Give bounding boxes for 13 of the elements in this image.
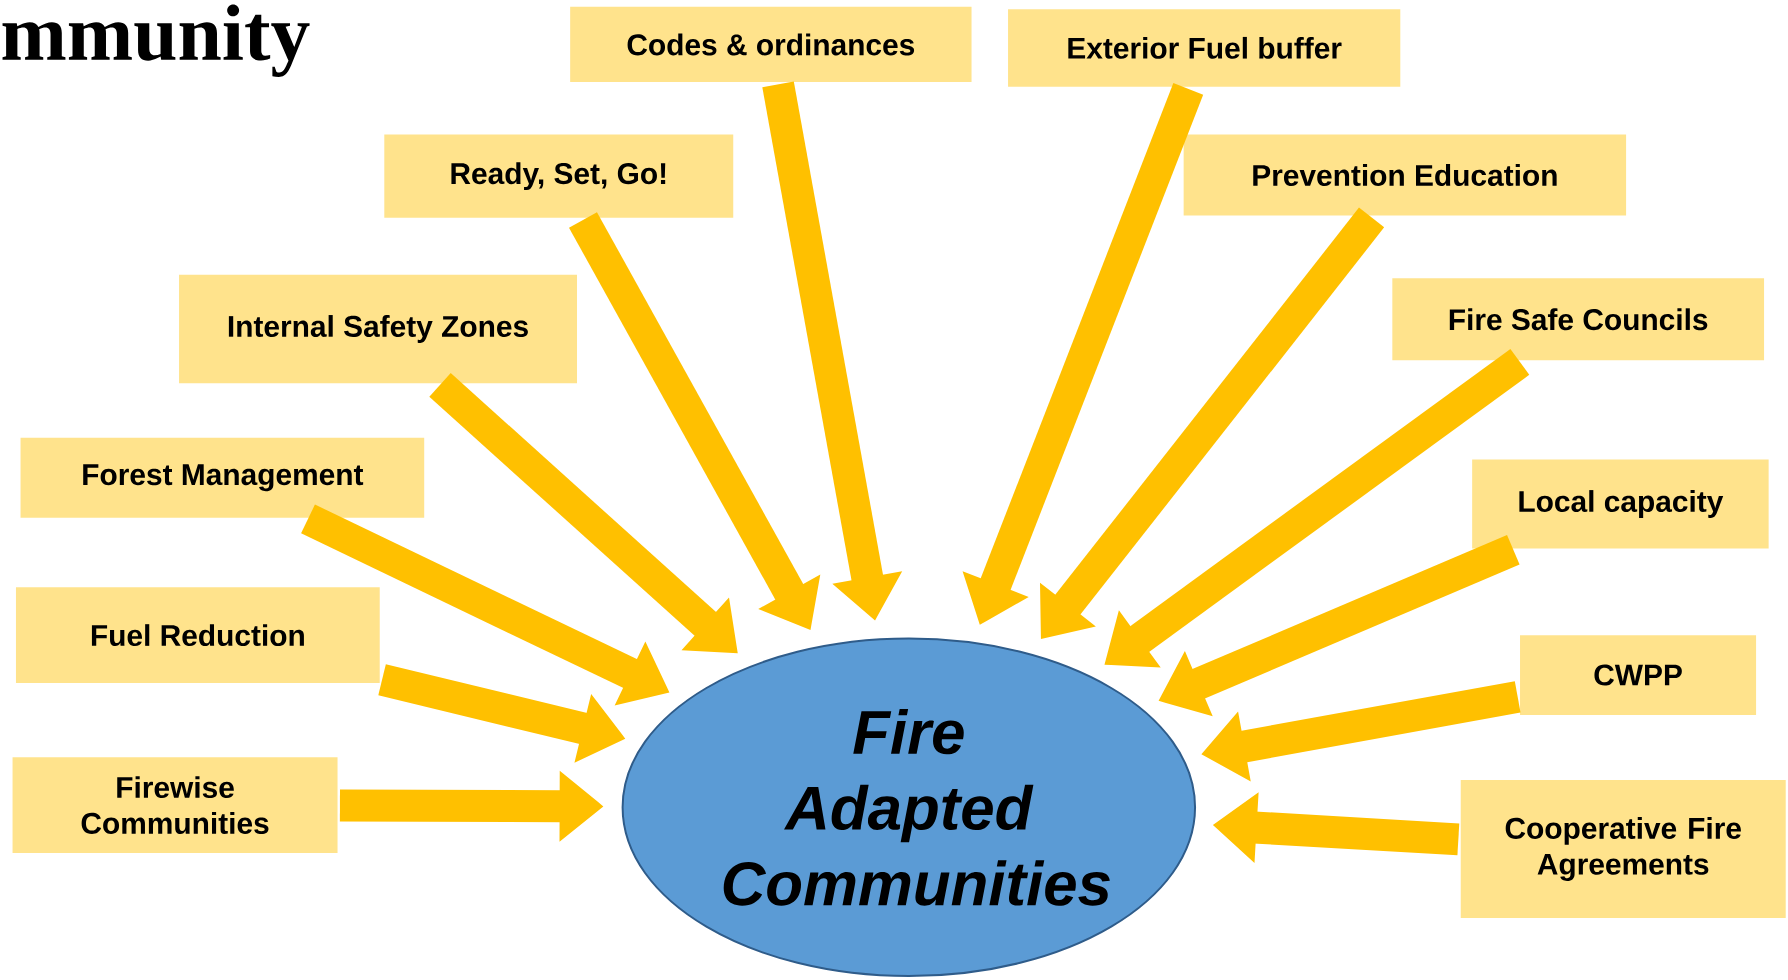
label-box: Exterior Fuel buffer: [1008, 9, 1401, 87]
label-box: Prevention Education: [1183, 134, 1627, 216]
label-box: Codes & ordinances: [570, 7, 972, 83]
label-box: Forest Management: [20, 438, 425, 518]
label-box: Internal Safety Zones: [179, 275, 577, 384]
label-box: CWPP: [1520, 635, 1757, 716]
label-box: Firewise Communities: [12, 757, 338, 854]
label-box: Local capacity: [1472, 459, 1769, 549]
label-box: Ready, Set, Go!: [384, 134, 734, 219]
label-box: Fire Safe Councils: [1392, 278, 1765, 361]
heading: mmunity: [2, 4, 310, 78]
label-box: Fuel Reduction: [15, 587, 380, 684]
label-box: Cooperative Fire Agreements: [1460, 780, 1786, 919]
